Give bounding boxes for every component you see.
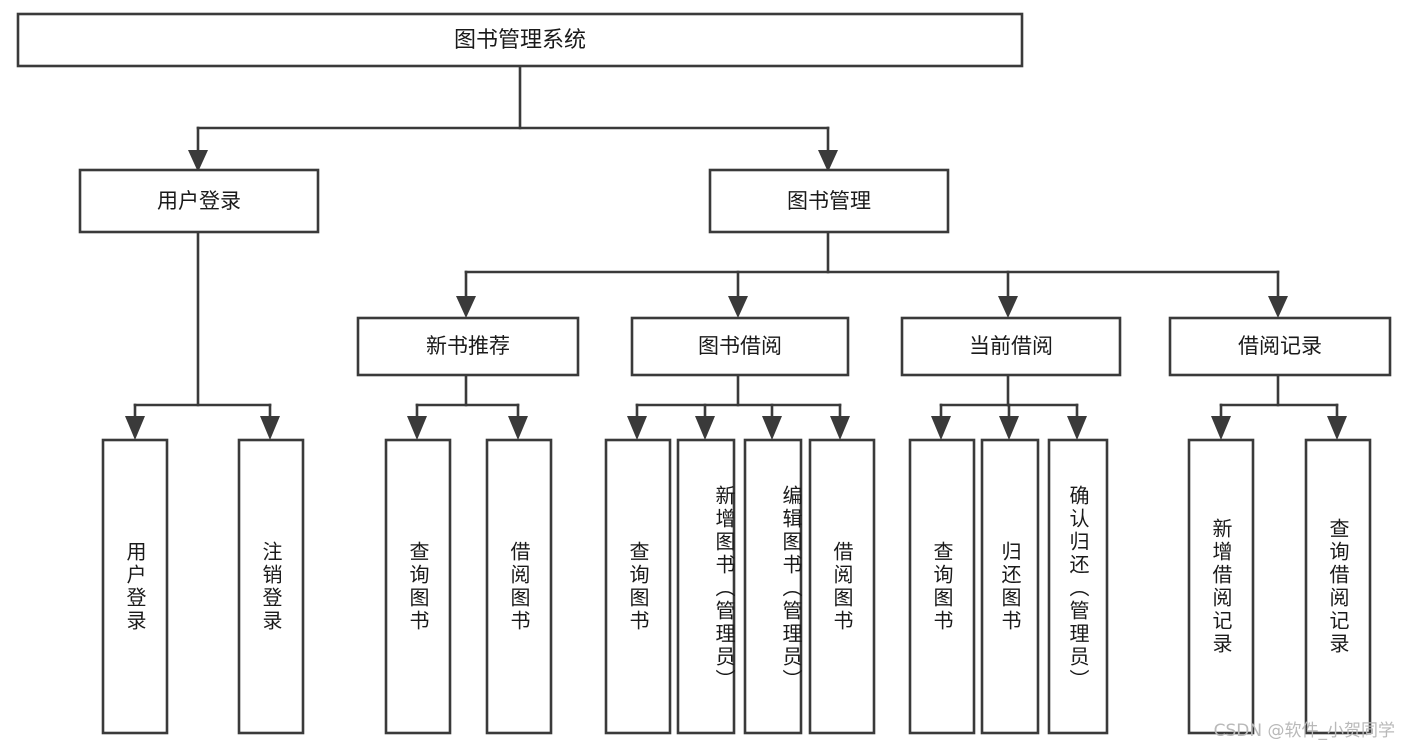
arrow-head-borrow-record — [1268, 296, 1288, 318]
arrow-head-leaf-add-record — [1211, 416, 1231, 440]
node-book-management-label: 图书管理 — [787, 189, 871, 213]
arrow-head-leaf-query-record — [1327, 416, 1347, 440]
node-borrow-record[interactable]: 借阅记录 — [1168, 316, 1392, 377]
node-user-login-label: 用户登录 — [157, 189, 241, 213]
node-leaf-query-book-3-box[interactable] — [908, 438, 976, 735]
arrow-head-user-login — [188, 150, 208, 172]
node-book-management[interactable]: 图书管理 — [708, 168, 950, 234]
node-current-borrow[interactable]: 当前借阅 — [900, 316, 1122, 377]
node-leaf-user-login-box[interactable] — [101, 438, 169, 735]
node-leaf-query-book-1-box[interactable] — [384, 438, 452, 735]
node-leaf-query-record-box[interactable] — [1304, 438, 1372, 735]
arrow-head-book-management — [818, 150, 838, 172]
node-user-login[interactable]: 用户登录 — [78, 168, 320, 234]
arrow-head-leaf-confirm-return — [1067, 416, 1087, 440]
node-new-book-recommend-label: 新书推荐 — [426, 334, 510, 358]
node-borrow-record-label: 借阅记录 — [1238, 334, 1322, 358]
arrow-head-leaf-query-book-2 — [627, 416, 647, 440]
connector-layer — [125, 64, 1347, 440]
node-new-book-recommend-box[interactable] — [356, 316, 580, 377]
node-root-box[interactable] — [16, 12, 1024, 68]
node-leaf-borrow-book-1-box[interactable] — [485, 438, 553, 735]
arrow-head-new-book — [456, 296, 476, 318]
node-root[interactable]: 图书管理系统 — [16, 12, 1024, 68]
node-current-borrow-box[interactable] — [900, 316, 1122, 377]
arrow-head-leaf-logout — [260, 416, 280, 440]
arrow-head-leaf-add-book — [695, 416, 715, 440]
arrow-head-leaf-borrow-book-2 — [830, 416, 850, 440]
arrow-head-leaf-query-book-3 — [931, 416, 951, 440]
arrow-head-leaf-edit-book — [762, 416, 782, 440]
arrow-head-leaf-user-login — [125, 416, 145, 440]
node-book-borrow-box[interactable] — [630, 316, 850, 377]
node-leaf-add-book-box[interactable] — [676, 438, 736, 735]
arrow-head-leaf-return-book — [999, 416, 1019, 440]
node-leaf-add-record-box[interactable] — [1187, 438, 1255, 735]
node-book-management-box[interactable] — [708, 168, 950, 234]
csdn-watermark: CSDN @软件_小贺同学 — [1213, 721, 1395, 741]
node-leaf-return-book-box[interactable] — [980, 438, 1040, 735]
arrow-head-leaf-borrow-book-1 — [508, 416, 528, 440]
node-new-book-recommend[interactable]: 新书推荐 — [356, 316, 580, 377]
node-leaf-query-book-2-box[interactable] — [604, 438, 672, 735]
node-borrow-record-box[interactable] — [1168, 316, 1392, 377]
arrow-head-current-borrow — [998, 296, 1018, 318]
node-current-borrow-label: 当前借阅 — [969, 334, 1053, 358]
node-book-borrow[interactable]: 图书借阅 — [630, 316, 850, 377]
node-user-login-box[interactable] — [78, 168, 320, 234]
node-root-label: 图书管理系统 — [454, 28, 586, 53]
node-leaf-confirm-return-box[interactable] — [1047, 438, 1109, 735]
arrow-head-leaf-query-book-1 — [407, 416, 427, 440]
node-leaf-logout-box[interactable] — [237, 438, 305, 735]
node-leaf-borrow-book-2-box[interactable] — [808, 438, 876, 735]
node-book-borrow-label: 图书借阅 — [698, 334, 782, 358]
node-leaf-edit-book-box[interactable] — [743, 438, 803, 735]
arrow-head-book-borrow — [728, 296, 748, 318]
